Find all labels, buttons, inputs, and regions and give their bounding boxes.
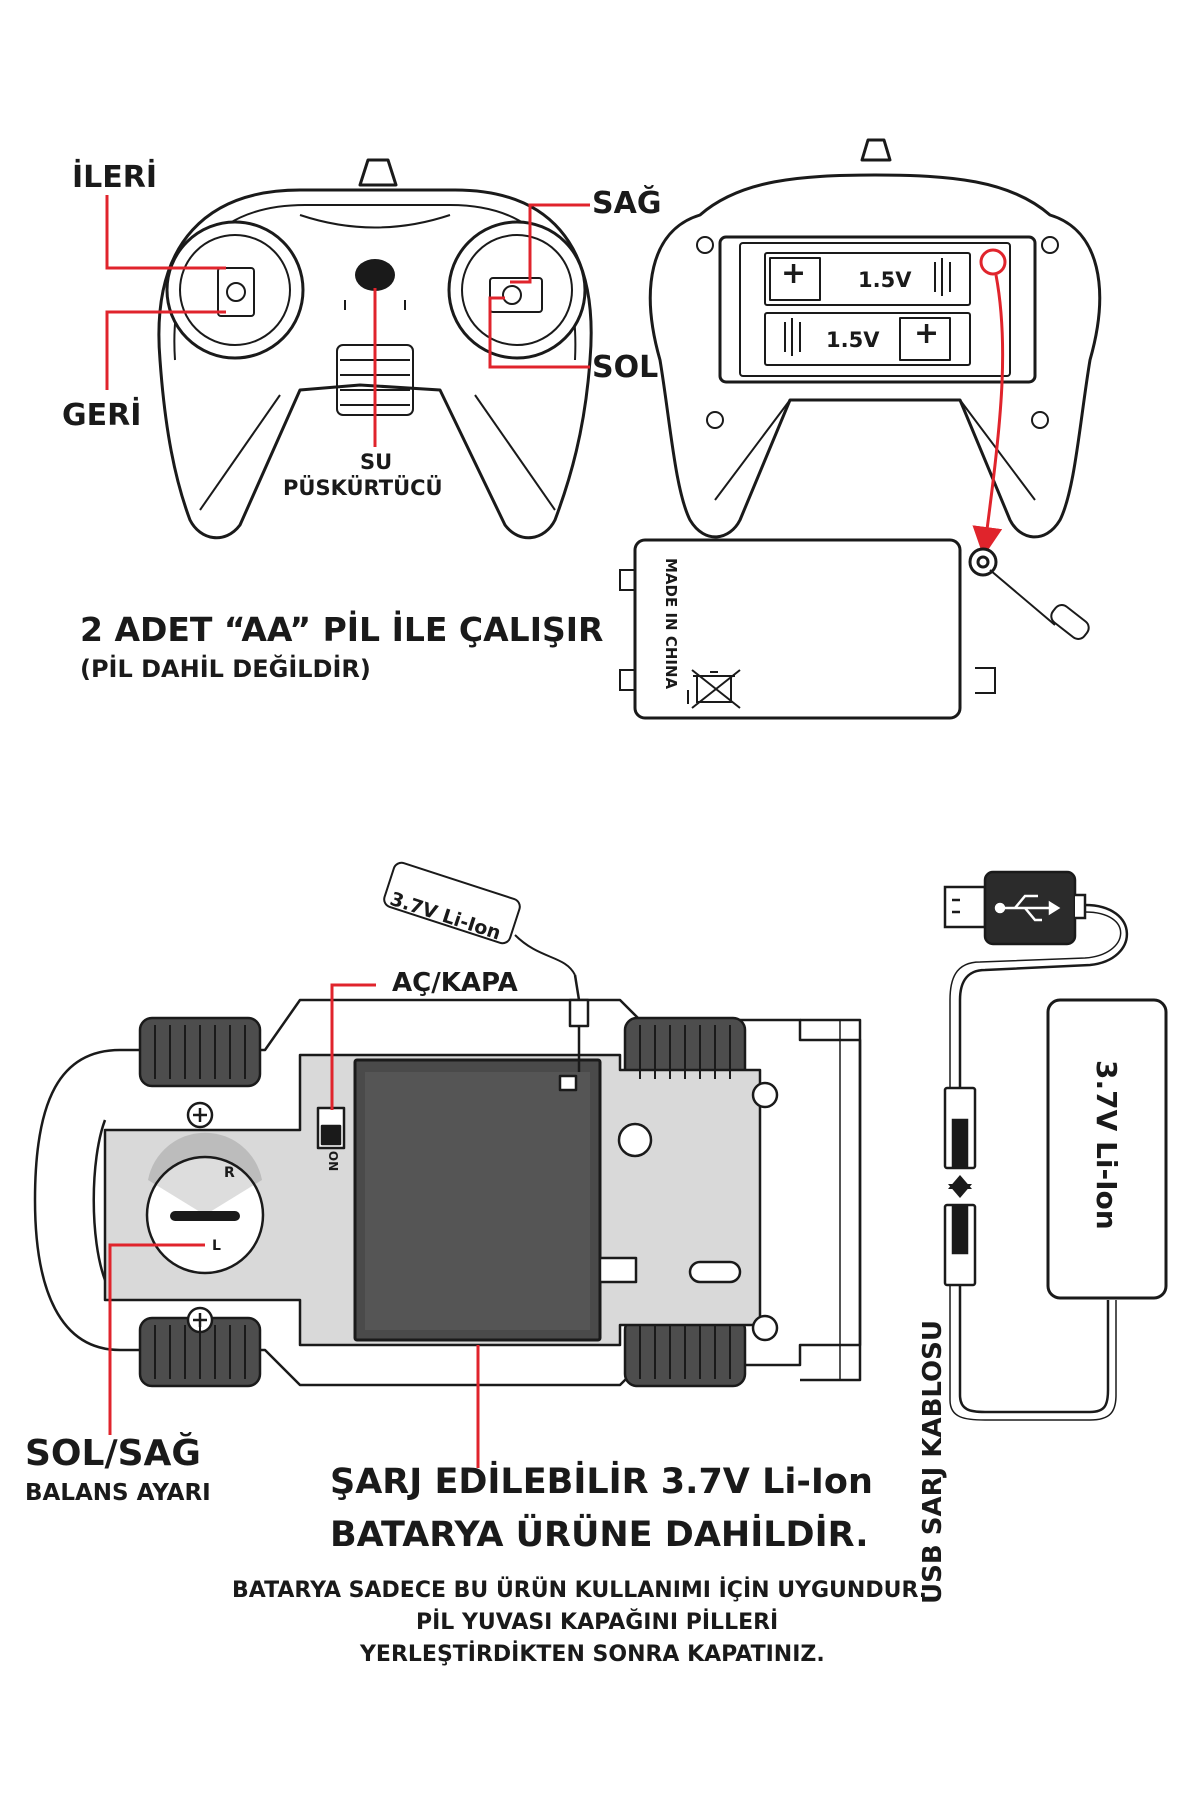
switch-label: AÇ/KAPA [392, 968, 518, 998]
label-sprayer-line2: PÜSKÜRTÜCÜ [283, 476, 443, 500]
power-note-line2: (PİL DAHİL DEĞİLDİR) [80, 655, 371, 683]
screw-highlight [979, 248, 1007, 276]
cell-top-voltage: 1.5V [858, 268, 912, 292]
label-sprayer-line1: SU [360, 450, 393, 474]
dial-right-mark: R [224, 1165, 235, 1181]
battery-cover [619, 538, 1090, 720]
leader-lines-car [108, 983, 480, 1468]
cell-bottom-polarity: + [914, 316, 940, 351]
connector-arrows [948, 1175, 972, 1198]
footer-note2: PİL YUVASI KAPAĞINI PİLLERİ [416, 1610, 779, 1635]
car-chassis [33, 974, 862, 1388]
battery-tag [383, 861, 576, 976]
tire-treads [154, 1025, 731, 1379]
footer-note3: YERLEŞTİRDİKTEN SONRA KAPATINIZ. [360, 1642, 825, 1667]
balance-line2: BALANS AYARI [25, 1480, 211, 1506]
cell-bottom-voltage: 1.5V [826, 328, 880, 352]
footer-headline1: ŞARJ EDİLEBİLİR 3.7V Li-Ion [330, 1462, 873, 1502]
leader-lines-front [105, 195, 590, 447]
cell-top-polarity: + [781, 256, 807, 291]
controller-back [648, 138, 1102, 539]
label-right: SAĞ [592, 186, 662, 221]
switch-on-mark: ON [326, 1150, 341, 1172]
power-note-line1: 2 ADET “AA” PİL İLE ÇALIŞIR [80, 610, 604, 649]
usb-cable [943, 870, 1168, 1421]
footer-note1: BATARYA SADECE BU ÜRÜN KULLANIMI İÇİN UY… [232, 1578, 928, 1603]
crossed-bin-icon [687, 669, 741, 709]
usb-cable-label: USB SARJ KABLOSU [918, 1320, 948, 1604]
balance-line1: SOL/SAĞ [25, 1433, 201, 1474]
controller-front [157, 158, 593, 540]
usb-battery-label: 3.7V Li-Ion [1090, 1060, 1123, 1230]
label-forward: İLERİ [72, 160, 158, 195]
label-left: SOL [592, 350, 659, 385]
screw-arrow [972, 274, 1005, 557]
dial-left-mark: L [212, 1238, 221, 1254]
usb-icon [994, 894, 1061, 922]
label-backward: GERİ [62, 398, 142, 433]
footer-headline2: BATARYA ÜRÜNE DAHİLDİR. [330, 1515, 869, 1555]
cover-made-in: MADE IN CHINA [662, 558, 680, 690]
